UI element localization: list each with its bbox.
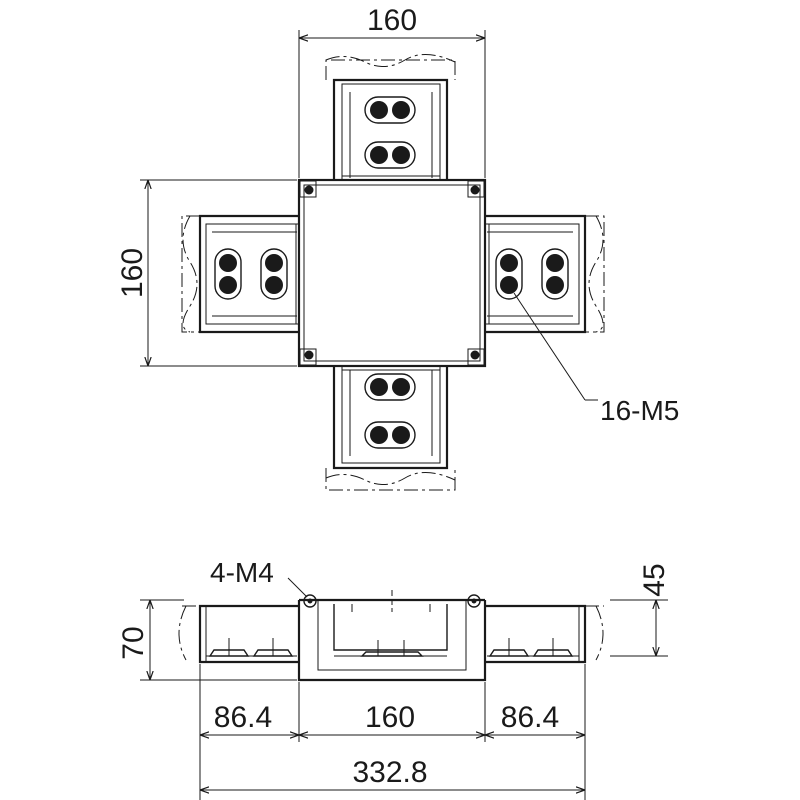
screw-pair bbox=[364, 421, 416, 449]
dimension-center-160: 160 bbox=[299, 701, 485, 735]
corner-screw bbox=[299, 348, 317, 366]
dim-label-70: 70 bbox=[117, 626, 150, 659]
callout-label-16-m5: 16-M5 bbox=[600, 395, 679, 426]
dim-label-top-width: 160 bbox=[367, 4, 417, 37]
dim-label-right-86-4: 86.4 bbox=[501, 701, 559, 734]
screw-pair bbox=[495, 248, 523, 300]
callout-16-m5: 16-M5 bbox=[513, 292, 679, 426]
dim-label-left-86-4: 86.4 bbox=[214, 701, 272, 734]
right-arm bbox=[485, 214, 605, 334]
callout-4-m4: 4-M4 bbox=[210, 557, 308, 598]
corner-screw bbox=[299, 180, 317, 198]
side-left-arm bbox=[178, 604, 299, 664]
corner-screw bbox=[467, 180, 485, 198]
screw-group-top bbox=[364, 96, 416, 169]
screw-pair bbox=[364, 141, 416, 169]
callout-label-4-m4: 4-M4 bbox=[210, 557, 274, 588]
top-arm bbox=[325, 54, 456, 180]
screw-group-right bbox=[495, 248, 569, 300]
top-view: 160 160 16-M5 bbox=[116, 4, 679, 491]
left-arm bbox=[181, 214, 299, 334]
side-center-body bbox=[297, 590, 487, 682]
dim-label-center-160: 160 bbox=[365, 701, 415, 734]
dimension-overall-332-8: 332.8 bbox=[200, 756, 585, 790]
dimension-left-86-4: 86.4 bbox=[200, 701, 299, 735]
m4-screw bbox=[467, 594, 481, 608]
screw-group-left bbox=[214, 248, 288, 300]
m4-screw bbox=[303, 594, 317, 608]
corner-screw bbox=[467, 348, 485, 366]
dimension-top-width: 160 bbox=[298, 4, 486, 178]
screw-pair bbox=[541, 248, 569, 300]
side-screw-heads bbox=[360, 640, 424, 657]
dimension-right-86-4: 86.4 bbox=[485, 701, 585, 735]
screw-pair bbox=[364, 373, 416, 401]
center-body bbox=[297, 178, 487, 368]
side-right-arm bbox=[485, 604, 604, 664]
side-view: 4-M4 45 70 86.4 160 bbox=[117, 557, 671, 800]
bottom-arm bbox=[325, 366, 456, 491]
dim-label-left-height: 160 bbox=[116, 248, 149, 298]
screw-pair bbox=[364, 96, 416, 124]
dimension-left-height: 160 bbox=[116, 179, 297, 367]
screw-group-bottom bbox=[364, 373, 416, 449]
dim-label-45: 45 bbox=[638, 563, 671, 596]
dimension-right-45: 45 bbox=[610, 563, 671, 657]
screw-pair bbox=[260, 248, 288, 300]
screw-pair bbox=[214, 248, 242, 300]
dimension-left-70: 70 bbox=[117, 599, 297, 681]
dim-label-overall: 332.8 bbox=[352, 756, 427, 789]
